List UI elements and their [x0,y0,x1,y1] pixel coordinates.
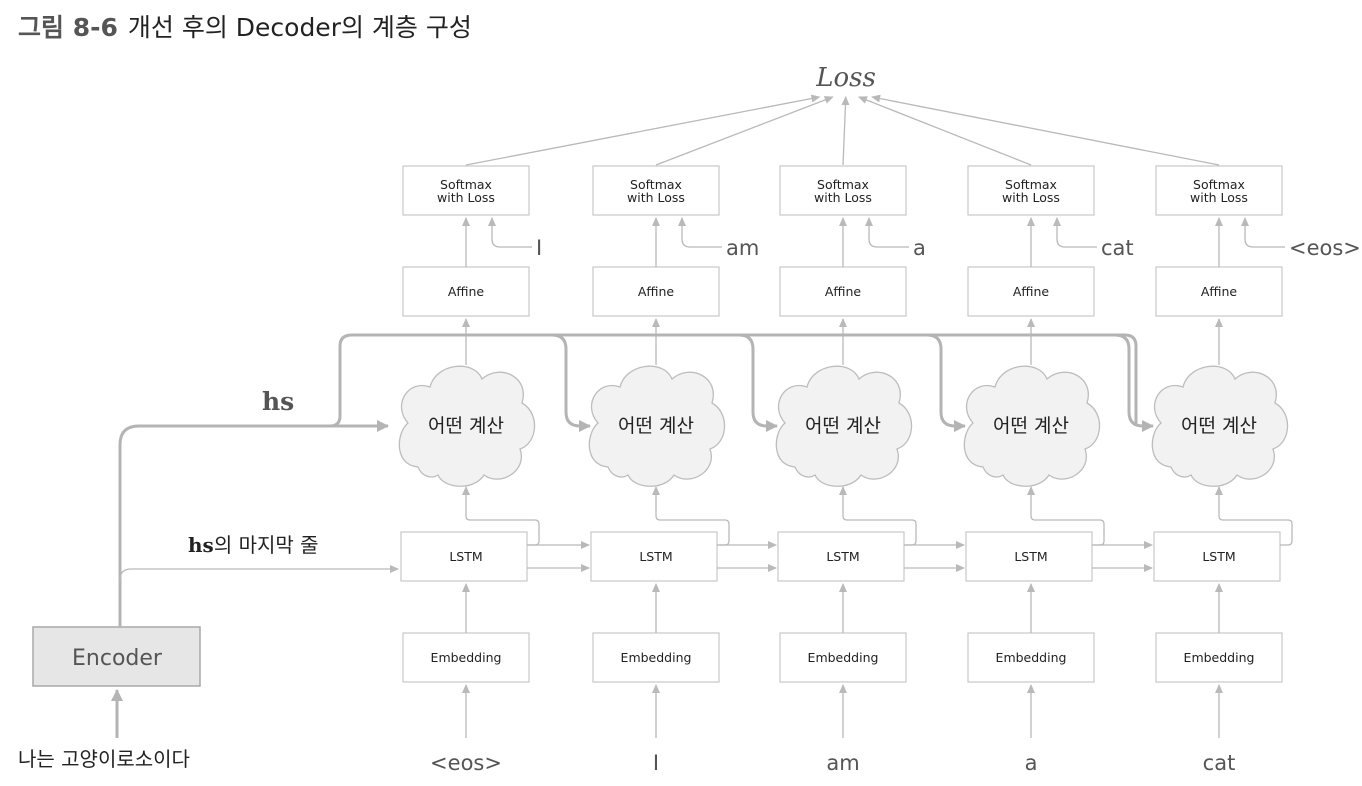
hs-branch-arrow [926,333,966,432]
input-word: <eos> [430,751,502,775]
softmax-label: Softmax [1193,177,1245,192]
lstm-box [400,531,528,582]
hs-branch-arrow [551,333,591,432]
softmax-label: Softmax [630,177,682,192]
softmax-to-loss-arrow [655,96,834,166]
target-word: cat [1101,236,1134,260]
affine-label: Affine [825,284,862,299]
lstm-box [777,531,905,582]
lstm-box [1153,531,1281,582]
affine-box [779,266,907,317]
softmax-label: Softmax [440,177,492,192]
lstm-label: LSTM [449,549,482,564]
input-word: a [1025,751,1038,775]
calc-cloud [398,365,536,487]
loss-label: Loss [815,63,876,93]
lstm-box [590,531,718,582]
target-word: <eos> [1289,236,1361,260]
hs-last-row-path [119,565,399,581]
softmax-to-loss-arrow [465,94,821,166]
lstm-label: LSTM [826,549,859,564]
softmax-label: Softmax [817,177,869,192]
embedding-box [592,632,720,683]
target-arrow [865,217,909,248]
affine-label: Affine [448,284,485,299]
figure-caption: 개선 후의 Decoder의 계층 구성 [127,13,472,42]
calc-cloud [775,365,913,487]
target-word: I [536,236,542,260]
hs-bus [329,333,1138,428]
calc-cloud [1151,365,1289,487]
softmax-to-loss-arrow [841,96,850,166]
calc-cloud [588,365,726,487]
encoder-box [32,626,201,687]
calc-label: 어떤 계산 [805,415,881,437]
embedding-box [1155,632,1283,683]
figure-number: 그림 8-6 [18,13,118,42]
lstm-label: LSTM [1202,549,1235,564]
target-arrow [1053,217,1097,248]
lstm-box [965,531,1093,582]
affine-box [967,266,1095,317]
target-arrow [1241,217,1285,248]
input-word: I [653,751,659,775]
softmax-box [1155,165,1283,216]
lstm-label: LSTM [1014,549,1047,564]
calc-label: 어떤 계산 [993,415,1069,437]
hs-path-encoder [118,420,389,627]
softmax-box [402,165,530,216]
embedding-box [402,632,530,683]
lstm-to-calc-arrow [1215,486,1293,546]
input-word: am [826,751,859,775]
lstm-to-calc-arrow [652,486,730,546]
calc-cloud [963,365,1101,487]
encoder-label: Encoder [72,646,163,671]
softmax-label-line2: with Loss [1002,190,1060,205]
hs-branch-arrow [738,333,778,432]
hs-last-row-rest: 의 마지막 줄 [214,533,319,557]
embedding-label: Embedding [1184,650,1255,665]
figure-title: 그림 8-6 개선 후의 Decoder의 계층 구성 [18,8,472,44]
target-arrow [678,217,722,248]
affine-label: Affine [1201,284,1238,299]
affine-box [402,266,530,317]
softmax-label-line2: with Loss [814,190,872,205]
softmax-label: Softmax [1005,177,1057,192]
affine-box [592,266,720,317]
hs-last-row-label: hs의 마지막 줄 [188,533,319,557]
calc-label: 어떤 계산 [428,415,504,437]
hs-branch-arrow [1114,333,1154,432]
input-word: cat [1203,751,1236,775]
softmax-label-line2: with Loss [1190,190,1248,205]
softmax-box [779,165,907,216]
embedding-box [967,632,1095,683]
softmax-to-loss-arrow [871,94,1220,166]
calc-label: 어떤 계산 [618,415,694,437]
embedding-label: Embedding [808,650,879,665]
softmax-box [592,165,720,216]
lstm-to-calc-arrow [1027,486,1105,546]
lstm-label: LSTM [639,549,672,564]
calc-label: 어떤 계산 [1181,415,1257,437]
affine-box [1155,266,1283,317]
embedding-label: Embedding [621,650,692,665]
embedding-label: Embedding [431,650,502,665]
hs-label: hs [262,387,294,416]
affine-label: Affine [638,284,675,299]
affine-label: Affine [1013,284,1050,299]
softmax-label-line2: with Loss [627,190,685,205]
lstm-to-calc-arrow [462,486,540,546]
hs-last-row-bold: hs [188,533,214,557]
target-word: a [913,236,926,260]
softmax-box [967,165,1095,216]
target-word: am [726,236,759,260]
lstm-to-calc-arrow [839,486,917,546]
softmax-label-line2: with Loss [437,190,495,205]
target-arrow [488,217,532,248]
source-sentence: 나는 고양이로소이다 [18,747,190,771]
embedding-label: Embedding [996,650,1067,665]
softmax-to-loss-arrow [858,96,1032,166]
